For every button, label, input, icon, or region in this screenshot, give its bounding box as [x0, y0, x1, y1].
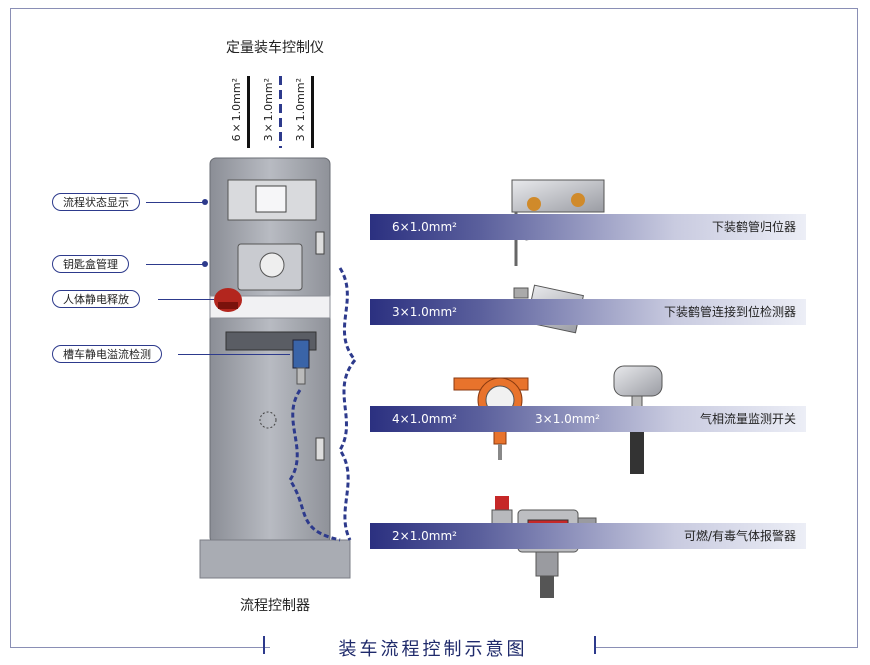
band-3-cable-2: 3×1.0mm²: [535, 412, 600, 426]
footer-tick-left: [263, 636, 265, 654]
controller-cabinet: [199, 157, 351, 579]
callout-overflow-detect: 槽车静电溢流检测: [52, 345, 162, 363]
band-gas-alarm: 2×1.0mm² 可燃/有毒气体报警器: [370, 523, 806, 549]
coiled-cable-left: [288, 389, 341, 542]
band-1-device: 下装鹤管归位器: [711, 220, 796, 234]
controller-top-title: 定量装车控制仪: [226, 40, 324, 56]
callout-dot-1: [202, 199, 208, 205]
callout-dot-2: [202, 261, 208, 267]
cable-line-1: [247, 76, 250, 148]
controller-bottom-title: 流程控制器: [240, 598, 310, 614]
band-1-cable: 6×1.0mm²: [392, 220, 457, 234]
band-4-cable: 2×1.0mm²: [392, 529, 457, 543]
band-2-device: 下装鹤管连接到位检测器: [663, 305, 796, 319]
callout-line-4: [178, 354, 290, 355]
callout-line-2: [146, 264, 204, 265]
band-4-device: 可燃/有毒气体报警器: [683, 529, 796, 543]
callout-line-3: [158, 299, 214, 300]
static-release-ball: [214, 288, 242, 312]
callout-static-release: 人体静电释放: [52, 290, 140, 308]
cable-line-3: [311, 76, 314, 148]
band-arm-return: 6×1.0mm² 下装鹤管归位器: [370, 214, 806, 240]
footer-tick-right: [594, 636, 596, 654]
callout-process-status: 流程状态显示: [52, 193, 140, 211]
callout-key-box: 钥匙盒管理: [52, 255, 129, 273]
overflow-sensor: [292, 339, 310, 385]
callout-line-1: [146, 202, 204, 203]
band-flow-switch: 4×1.0mm² 3×1.0mm² 气相流量监测开关: [370, 406, 806, 432]
footer-title: 装车流程控制示意图: [338, 639, 528, 660]
band-connection-detector: 3×1.0mm² 下装鹤管连接到位检测器: [370, 299, 806, 325]
band-3-device: 气相流量监测开关: [699, 412, 796, 426]
cable-line-2: [279, 76, 282, 148]
band-3-cable: 4×1.0mm²: [392, 412, 457, 426]
band-2-cable: 3×1.0mm²: [392, 305, 457, 319]
coiled-cable-right: [338, 267, 357, 541]
footer-gap: [270, 644, 596, 654]
